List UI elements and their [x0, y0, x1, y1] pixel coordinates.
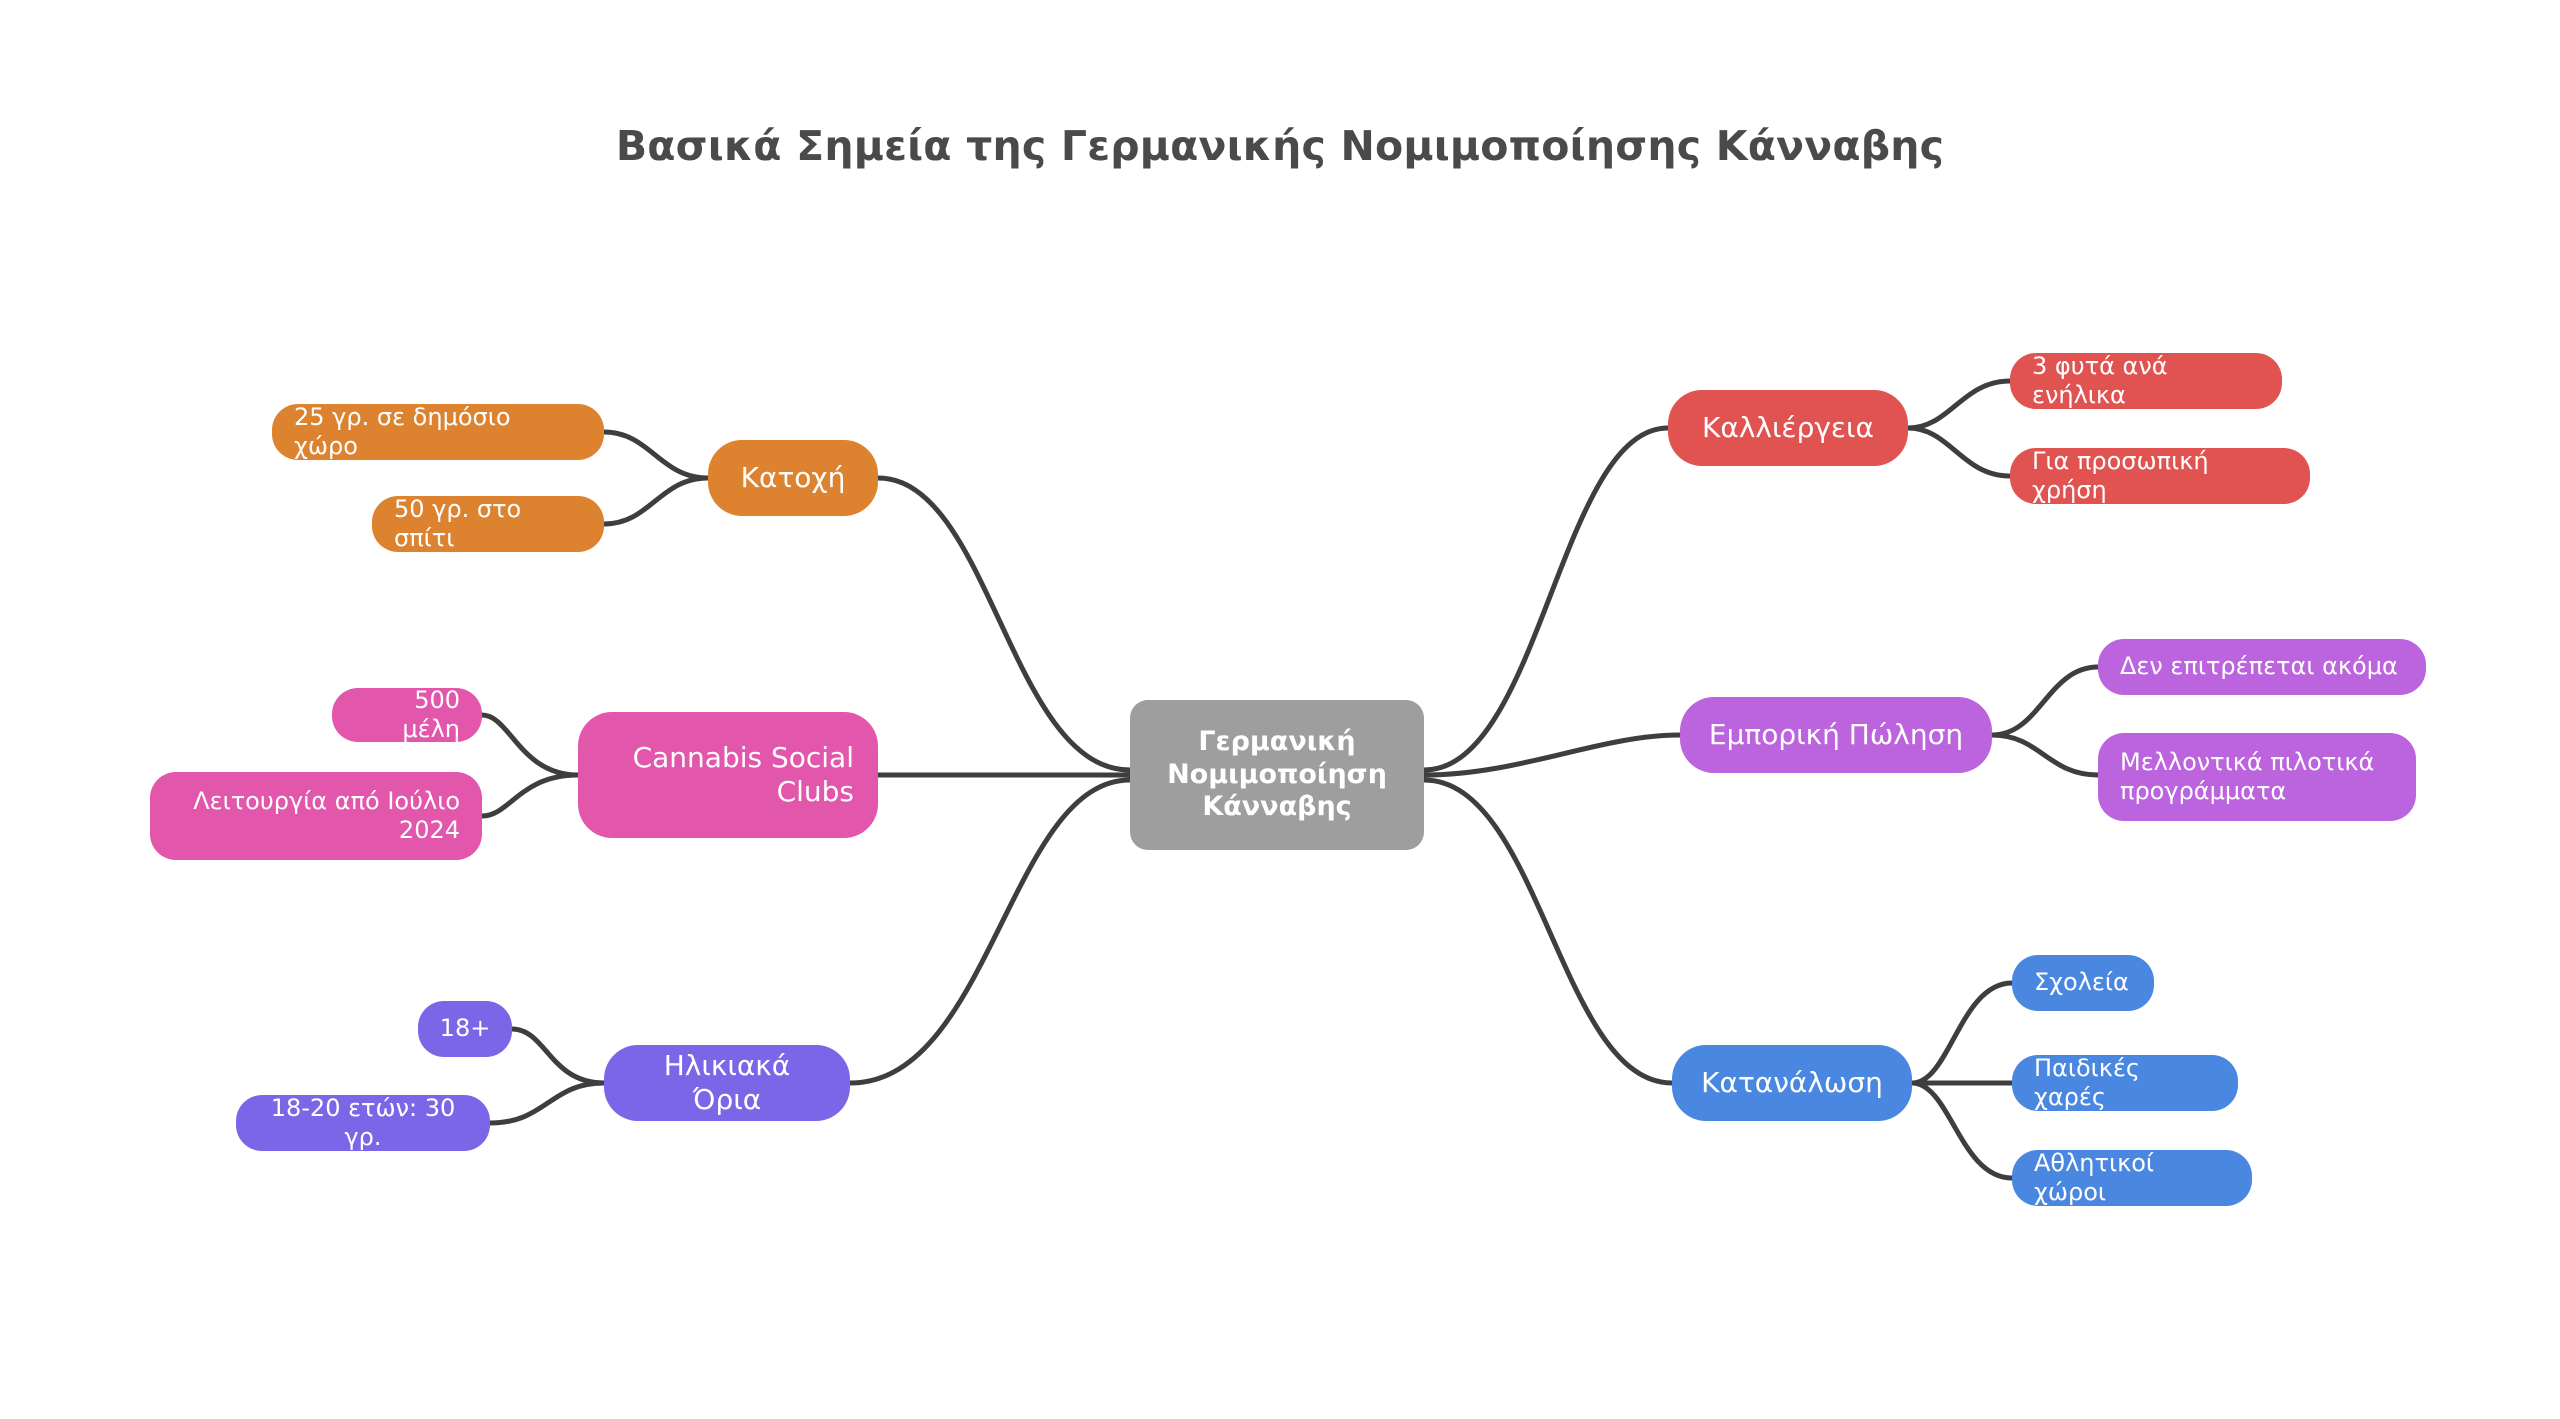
- leaf-label-clubs-1: Λειτουργία από Ιούλιο 2024: [193, 786, 460, 844]
- leaf-label-consumption-0: Σχολεία: [2034, 968, 2129, 997]
- leaf-node-cultivation-0[interactable]: 3 φυτά ανά ενήλικα: [2010, 351, 2282, 409]
- leaf-label-age-1: 18-20 ετών: 30 γρ.: [270, 1093, 456, 1151]
- edge-age-child-0: [509, 1026, 607, 1086]
- edge-possession-child-0: [601, 429, 711, 481]
- leaf-label-age-0: 18+: [439, 1014, 491, 1043]
- leaf-node-consumption-0[interactable]: Σχολεία: [2012, 955, 2154, 1011]
- leaf-label-cultivation-1: Για προσωπική χρήση: [2032, 446, 2209, 504]
- branch-label-consumption: Κατανάλωση: [1701, 1065, 1883, 1099]
- edge-center-possession: [875, 475, 1133, 773]
- edge-cultivation-child-0: [1905, 378, 2013, 431]
- branch-label-clubs: Cannabis Social Clubs: [632, 740, 854, 808]
- leaf-label-possession-1: 50 γρ. στο σπίτι: [394, 494, 522, 552]
- branch-label-possession: Κατοχή: [740, 460, 846, 494]
- edge-cultivation-child-1: [1905, 425, 2013, 479]
- edge-clubs-child-1: [479, 772, 581, 819]
- branch-label-age: Ηλικιακά Όρια: [663, 1048, 791, 1116]
- edge-clubs-child-0: [479, 712, 581, 778]
- branch-node-commercial[interactable]: Εμπορική Πώληση: [1680, 697, 1992, 773]
- edge-age-child-1: [487, 1080, 607, 1126]
- leaf-node-commercial-0[interactable]: Δεν επιτρέπεται ακόμα: [2098, 639, 2426, 695]
- leaf-node-possession-0[interactable]: 25 γρ. σε δημόσιο χώρο: [272, 402, 604, 460]
- central-node[interactable]: Γερμανική Νομιμοποίηση Κάνναβης: [1130, 700, 1424, 850]
- edge-center-age: [847, 777, 1133, 1086]
- leaf-label-cultivation-0: 3 φυτά ανά ενήλικα: [2032, 351, 2168, 409]
- leaf-node-clubs-1[interactable]: Λειτουργία από Ιούλιο 2024: [150, 772, 482, 860]
- leaf-node-age-1[interactable]: 18-20 ετών: 30 γρ.: [236, 1093, 490, 1151]
- branch-node-clubs[interactable]: Cannabis Social Clubs: [578, 712, 878, 838]
- leaf-label-consumption-1: Παιδικές χαρές: [2034, 1053, 2140, 1111]
- leaf-node-age-0[interactable]: 18+: [418, 1001, 512, 1057]
- branch-node-consumption[interactable]: Κατανάλωση: [1672, 1045, 1912, 1121]
- leaf-node-clubs-0[interactable]: 500 μέλη: [332, 685, 482, 743]
- branch-label-cultivation: Καλλιέργεια: [1702, 410, 1874, 444]
- leaf-node-commercial-1[interactable]: Μελλοντικά πιλοτικά προγράμματα: [2098, 733, 2416, 821]
- leaf-node-consumption-2[interactable]: Αθλητικοί χώροι: [2012, 1148, 2252, 1206]
- edge-commercial-child-1: [1989, 732, 2101, 778]
- edge-center-cultivation: [1421, 425, 1671, 773]
- leaf-label-possession-0: 25 γρ. σε δημόσιο χώρο: [294, 402, 511, 460]
- page-title: Βασικά Σημεία της Γερμανικής Νομιμοποίησ…: [615, 122, 1945, 170]
- branch-node-cultivation[interactable]: Καλλιέργεια: [1668, 390, 1908, 466]
- leaf-label-consumption-2: Αθλητικοί χώροι: [2034, 1148, 2155, 1206]
- leaf-node-possession-1[interactable]: 50 γρ. στο σπίτι: [372, 494, 604, 552]
- edge-possession-child-1: [601, 475, 711, 527]
- leaf-label-commercial-1: Μελλοντικά πιλοτικά προγράμματα: [2120, 747, 2375, 805]
- leaf-label-clubs-0: 500 μέλη: [402, 685, 460, 743]
- edge-consumption-child-0: [1909, 980, 2015, 1086]
- leaf-label-commercial-0: Δεν επιτρέπεται ακόμα: [2120, 652, 2398, 681]
- leaf-node-cultivation-1[interactable]: Για προσωπική χρήση: [2010, 446, 2310, 504]
- leaf-node-consumption-1[interactable]: Παιδικές χαρές: [2012, 1053, 2238, 1111]
- edge-center-commercial: [1421, 732, 1683, 778]
- branch-label-commercial: Εμπορική Πώληση: [1708, 717, 1964, 751]
- central-node-label: Γερμανική Νομιμοποίηση Κάνναβης: [1167, 725, 1387, 823]
- branch-node-possession[interactable]: Κατοχή: [708, 440, 878, 516]
- edge-center-consumption: [1421, 777, 1675, 1086]
- branch-node-age[interactable]: Ηλικιακά Όρια: [604, 1045, 850, 1121]
- edge-commercial-child-0: [1989, 664, 2101, 738]
- edge-consumption-child-2: [1909, 1080, 2015, 1181]
